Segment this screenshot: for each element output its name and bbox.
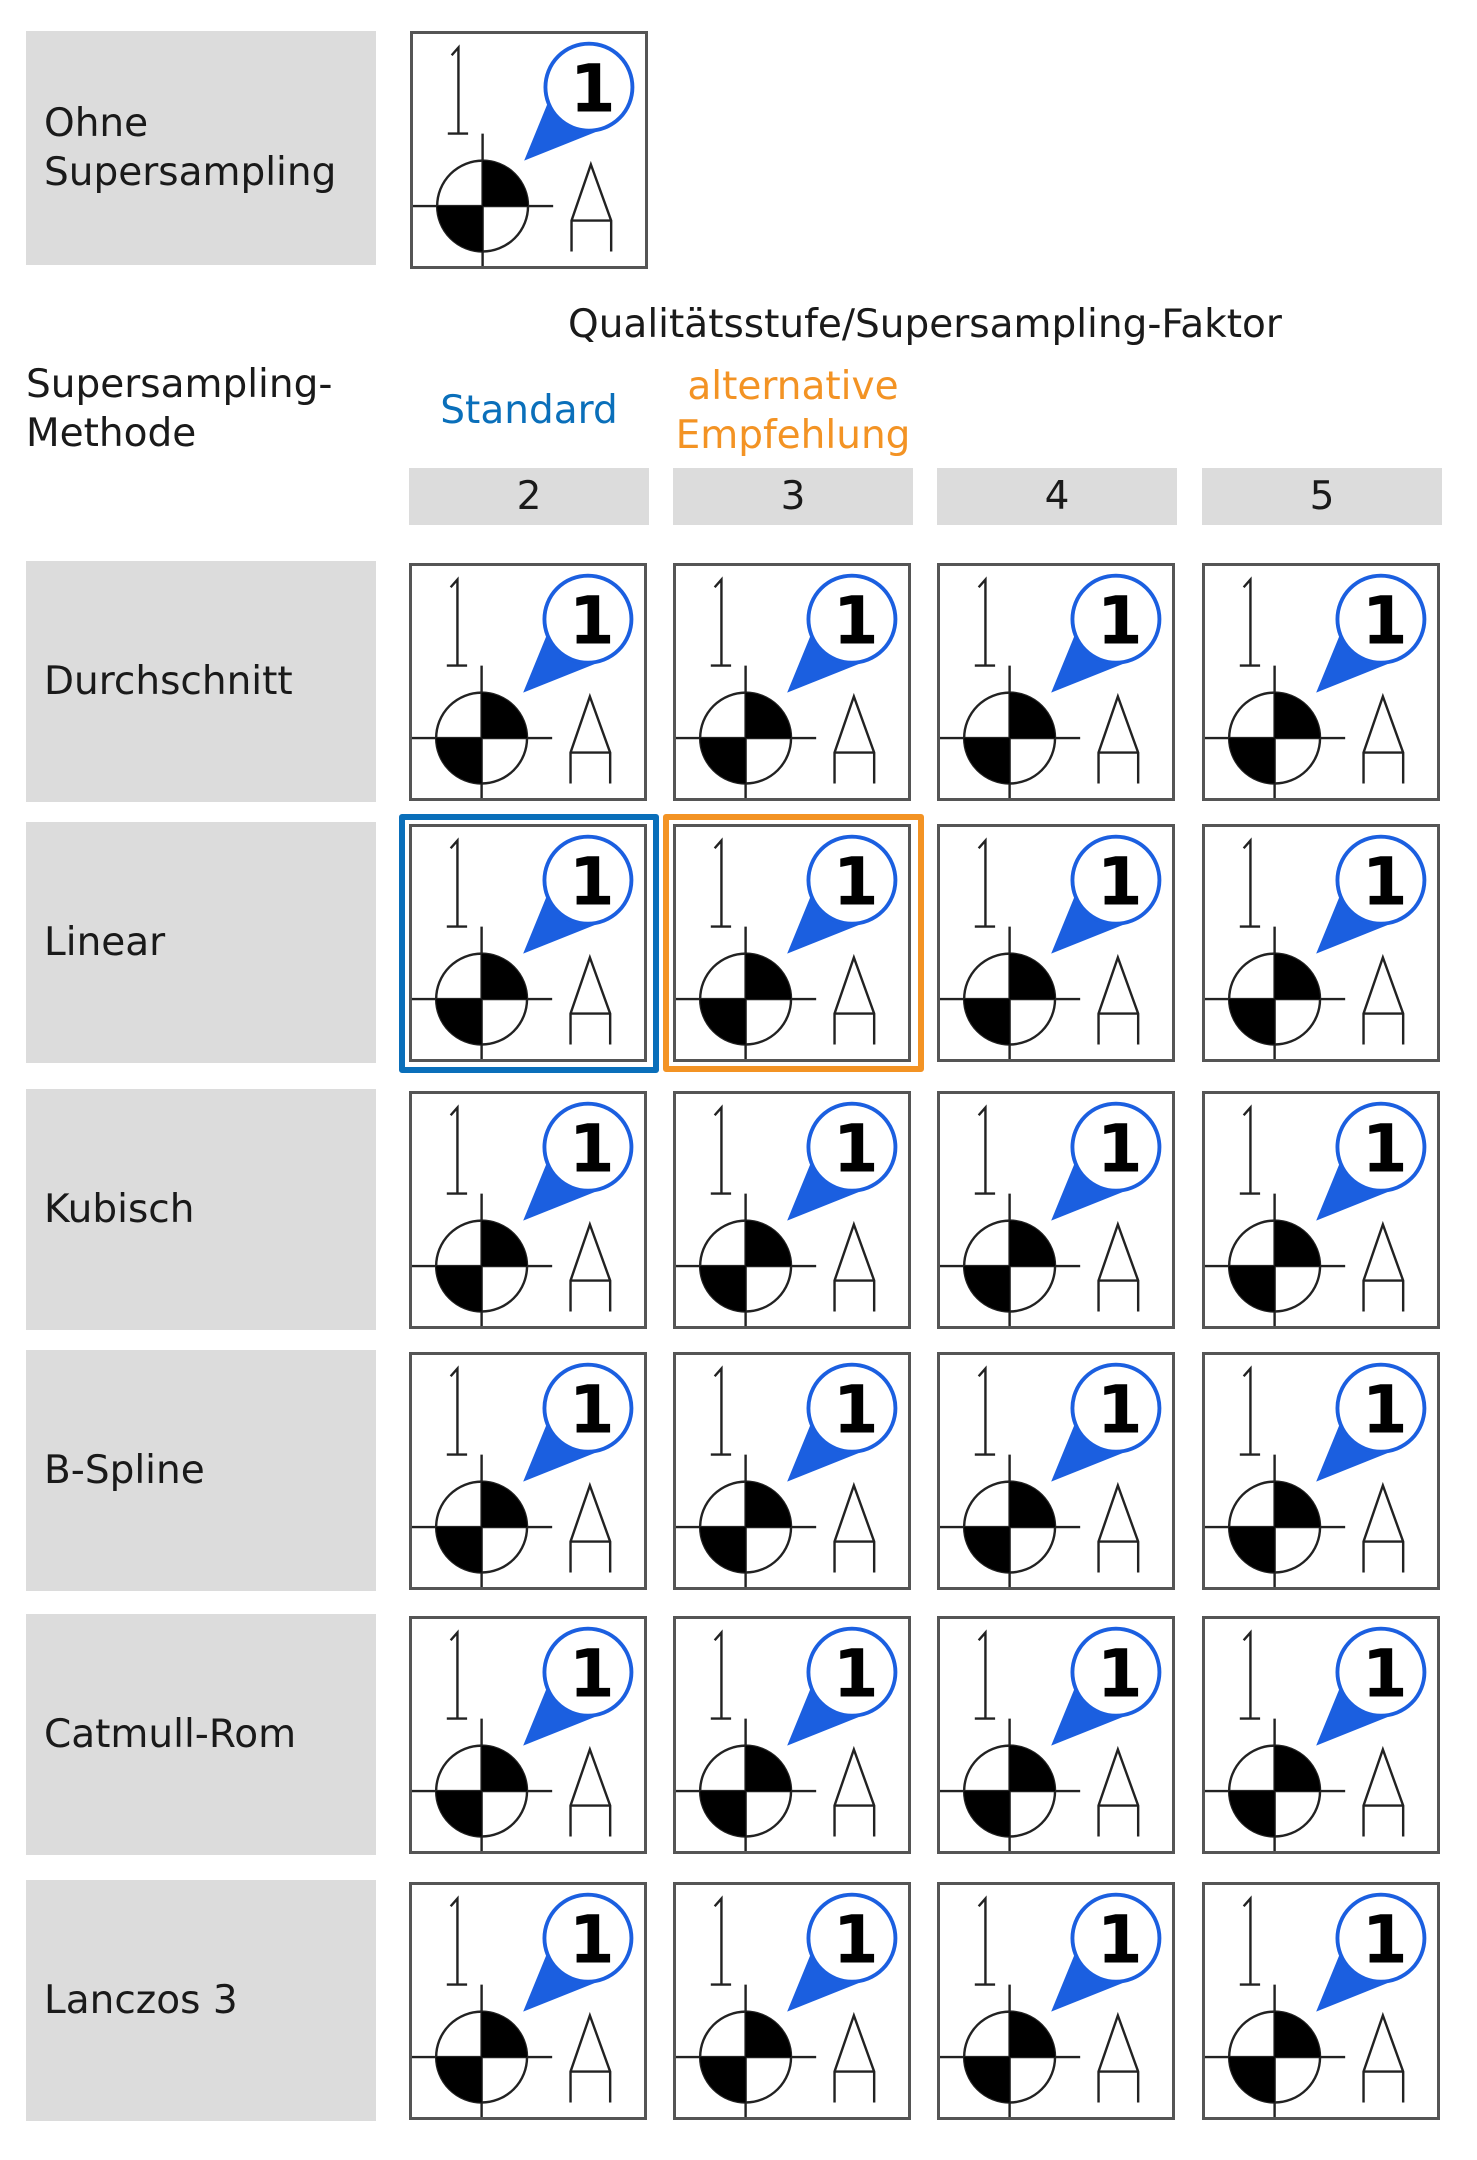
svg-text:1: 1 — [569, 1110, 615, 1187]
svg-text:1: 1 — [1362, 1371, 1408, 1448]
thumbnail: 1 — [1202, 1091, 1440, 1329]
svg-text:1: 1 — [833, 1901, 879, 1978]
method-label-lanczos-3: Lanczos 3 — [26, 1880, 376, 2121]
svg-text:1: 1 — [833, 843, 879, 920]
svg-text:1: 1 — [833, 1635, 879, 1712]
symbol-icon: 1 — [1205, 1626, 1427, 1851]
symbol-icon: 1 — [1205, 1362, 1427, 1587]
thumbnail: 1 — [1202, 1352, 1440, 1590]
svg-text:1: 1 — [1362, 1635, 1408, 1712]
thumbnail: 1 — [673, 824, 911, 1062]
symbol-icon: 1 — [676, 1101, 898, 1326]
method-label-b-spline: B-Spline — [26, 1350, 376, 1591]
svg-text:1: 1 — [1097, 1901, 1143, 1978]
symbol-icon: 1 — [1205, 834, 1427, 1059]
svg-text:1: 1 — [833, 1371, 879, 1448]
symbol-icon: 1 — [1205, 1101, 1427, 1326]
thumbnail: 1 — [409, 1616, 647, 1854]
standard-legend: Standard — [440, 388, 618, 433]
svg-text:1: 1 — [569, 1635, 615, 1712]
symbol-icon: 1 — [940, 1101, 1162, 1326]
thumbnail: 1 — [673, 1616, 911, 1854]
symbol-icon: 1 — [1205, 573, 1427, 798]
svg-text:1: 1 — [569, 1901, 615, 1978]
symbol-icon: 1 — [412, 1626, 634, 1851]
svg-text:1: 1 — [569, 843, 615, 920]
symbol-icon: 1 — [940, 834, 1162, 1059]
svg-text:1: 1 — [1362, 1110, 1408, 1187]
standard-highlight — [399, 814, 659, 1073]
thumbnail-no-supersampling: 1 — [410, 31, 648, 269]
svg-text:1: 1 — [570, 50, 616, 127]
axis-title: Qualitätsstufe/Supersampling-Faktor — [568, 302, 1282, 347]
svg-text:1: 1 — [1362, 843, 1408, 920]
thumbnail: 1 — [1202, 824, 1440, 1062]
no-supersampling-label: Ohne Supersampling — [26, 31, 376, 265]
thumbnail: 1 — [937, 824, 1175, 1062]
thumbnail: 1 — [409, 1882, 647, 2120]
thumbnail: 1 — [937, 1882, 1175, 2120]
symbol-icon: 1 — [940, 1892, 1162, 2117]
svg-text:1: 1 — [1097, 843, 1143, 920]
method-label-kubisch: Kubisch — [26, 1089, 376, 1330]
factor-header-2: 2 — [409, 468, 649, 525]
symbol-icon: 1 — [940, 573, 1162, 798]
symbol-icon: 1 — [412, 1101, 634, 1326]
symbol-icon: 1 — [940, 1362, 1162, 1587]
svg-text:1: 1 — [1097, 1110, 1143, 1187]
thumbnail: 1 — [673, 1352, 911, 1590]
thumbnail: 1 — [1202, 563, 1440, 801]
svg-text:1: 1 — [833, 582, 879, 659]
symbol-icon: 1 — [676, 1626, 898, 1851]
svg-text:1: 1 — [1097, 1371, 1143, 1448]
factor-header-3: 3 — [673, 468, 913, 525]
symbol-icon: 1 — [412, 834, 634, 1059]
symbol-icon: 1 — [676, 573, 898, 798]
symbol-icon: 1 — [1205, 1892, 1427, 2117]
symbol-icon: 1 — [412, 573, 634, 798]
thumbnail: 1 — [409, 563, 647, 801]
thumbnail: 1 — [937, 1616, 1175, 1854]
symbol-icon: 1 — [412, 1362, 634, 1587]
method-label-linear: Linear — [26, 822, 376, 1063]
method-label-durchschnitt: Durchschnitt — [26, 561, 376, 802]
symbol-icon: 1 — [413, 41, 635, 266]
svg-text:1: 1 — [569, 1371, 615, 1448]
svg-text:1: 1 — [569, 582, 615, 659]
svg-text:1: 1 — [1362, 1901, 1408, 1978]
thumbnail: 1 — [937, 1352, 1175, 1590]
thumbnail: 1 — [409, 824, 647, 1062]
symbol-icon: 1 — [412, 1892, 634, 2117]
svg-text:1: 1 — [833, 1110, 879, 1187]
thumbnail: 1 — [1202, 1882, 1440, 2120]
symbol-icon: 1 — [676, 1362, 898, 1587]
symbol-icon: 1 — [676, 834, 898, 1059]
thumbnail: 1 — [937, 1091, 1175, 1329]
symbol-icon: 1 — [940, 1626, 1162, 1851]
thumbnail: 1 — [673, 1882, 911, 2120]
svg-text:1: 1 — [1097, 582, 1143, 659]
thumbnail: 1 — [937, 563, 1175, 801]
method-title: Supersampling-Methode — [26, 362, 333, 456]
thumbnail: 1 — [409, 1091, 647, 1329]
method-label-catmull-rom: Catmull-Rom — [26, 1614, 376, 1855]
thumbnail: 1 — [409, 1352, 647, 1590]
symbol-icon: 1 — [676, 1892, 898, 2117]
alternative-legend: alternative Empfehlung — [675, 364, 911, 458]
thumbnail: 1 — [673, 563, 911, 801]
alternative-highlight — [663, 814, 924, 1072]
thumbnail: 1 — [1202, 1616, 1440, 1854]
svg-text:1: 1 — [1362, 582, 1408, 659]
svg-text:1: 1 — [1097, 1635, 1143, 1712]
factor-header-4: 4 — [937, 468, 1177, 525]
factor-header-5: 5 — [1202, 468, 1442, 525]
thumbnail: 1 — [673, 1091, 911, 1329]
